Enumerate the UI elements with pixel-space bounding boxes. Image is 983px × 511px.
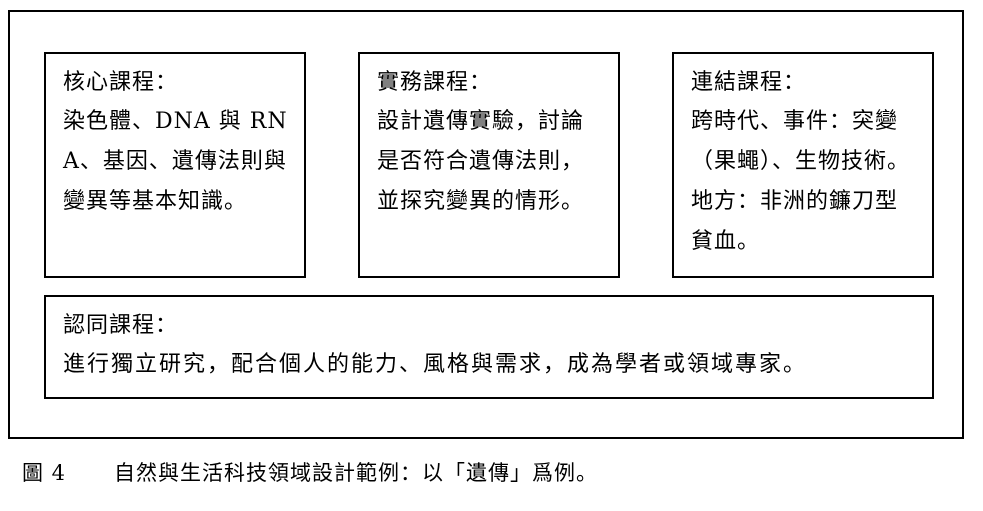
link-course-text: 跨時代、事件：突變（果蠅）、生物技術。地方：非洲的鐮刀型貧血。 [691, 109, 911, 254]
figure-frame [8, 10, 964, 439]
link-course-box: 連結課程： 跨時代、事件：突變（果蠅）、生物技術。地方：非洲的鐮刀型貧血。 [672, 52, 934, 278]
figure-caption: 圖 4 自然與生活科技領域設計範例：以「遺傳」爲例。 [22, 458, 598, 488]
link-course-title: 連結課程： [691, 70, 807, 95]
practice-course-box: 實務課程： 設計遺傳實驗，討論是否符合遺傳法則，並探究變異的情形。 [358, 52, 620, 278]
core-course-text: 染色體、DNA 與 RNA、基因、遺傳法則與變異等基本知識。 [63, 109, 288, 214]
core-course-title: 核心課程： [63, 70, 179, 95]
practice-course-text: 設計遺傳實驗，討論是否符合遺傳法則，並探究變異的情形。 [377, 109, 585, 214]
figure-caption-text: 自然與生活科技領域設計範例：以「遺傳」爲例。 [114, 461, 598, 485]
identity-course-box: 認同課程： 進行獨立研究，配合個人的能力、風格與需求，成為學者或領域專家。 [44, 295, 934, 399]
practice-course-title: 實務課程： [377, 70, 493, 95]
figure-number: 圖 4 [22, 461, 67, 485]
identity-course-title: 認同課程： [63, 313, 179, 338]
identity-course-text: 進行獨立研究，配合個人的能力、風格與需求，成為學者或領域專家。 [63, 352, 808, 377]
core-course-box: 核心課程： 染色體、DNA 與 RNA、基因、遺傳法則與變異等基本知識。 [44, 52, 306, 278]
